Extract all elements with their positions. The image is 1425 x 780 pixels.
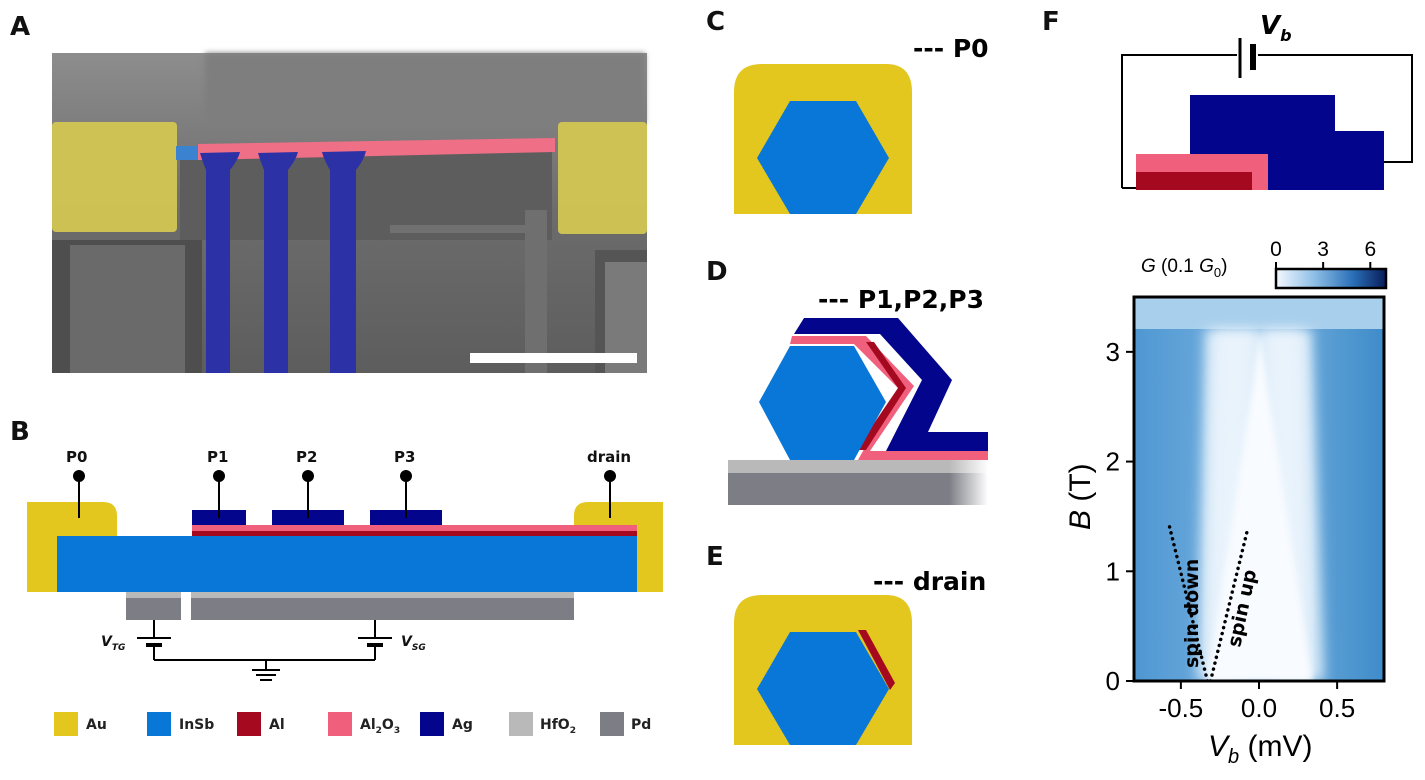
x-tick-label: 0.5	[1319, 693, 1355, 723]
cross-section-p1p2p3: --- P1,P2,P3	[728, 285, 988, 515]
y-axis-label: B (T)	[1064, 463, 1097, 530]
terminal-p2: P2	[296, 448, 317, 466]
legend-item-hfo2: HfO2	[509, 712, 576, 736]
cross-section-p0: --- P0	[734, 34, 989, 214]
y-tick-label: 3	[1106, 337, 1120, 367]
svg-text:Al2O3: Al2O3	[360, 717, 400, 736]
axis-ticks: -0.5 0.0 0.5 0 1 2 3	[1106, 337, 1356, 723]
terminal-p1: P1	[207, 448, 228, 466]
x-axis-label: Vb (mV)	[1208, 730, 1312, 768]
colorbar-tick-label: 6	[1364, 238, 1376, 261]
panel-label-a: A	[10, 12, 30, 42]
measurement-circuit: Vb	[1121, 11, 1413, 190]
svg-text:Al: Al	[269, 717, 285, 733]
y-tick-label: 0	[1106, 666, 1120, 696]
panel-label-c: C	[706, 7, 725, 37]
colorbar-tick-label: 0	[1270, 238, 1282, 261]
terminal-p0: P0	[66, 448, 87, 466]
spin-line	[1208, 525, 1250, 681]
scale-bar	[470, 353, 637, 363]
sem-image	[52, 53, 647, 373]
panel-label-d: D	[706, 257, 728, 287]
colorbar: G (0.1 G0) 0 3 6	[1141, 238, 1388, 290]
svg-text:InSb: InSb	[179, 717, 214, 733]
section-label-drain: --- drain	[873, 567, 986, 596]
section-label-p1p2p3: --- P1,P2,P3	[818, 285, 984, 314]
terminal-drain: drain	[587, 448, 631, 466]
legend-item-insb: InSb	[147, 712, 214, 736]
y-tick-label: 1	[1106, 556, 1120, 586]
svg-text:HfO2: HfO2	[540, 717, 576, 736]
material-legend: Au InSb Al Al2O3 Ag HfO2 Pd	[54, 712, 651, 736]
gate-label-sg: VSG	[401, 634, 426, 653]
legend-item-al2o3: Al2O3	[328, 712, 400, 736]
section-label-p0: --- P0	[913, 34, 989, 63]
panel-label-e: E	[706, 542, 724, 572]
legend-item-ag: Ag	[420, 712, 473, 736]
panel-label-f: F	[1042, 7, 1060, 37]
legend-item-al: Al	[237, 712, 285, 736]
svg-text:Ag: Ag	[452, 717, 473, 733]
svg-text:Au: Au	[86, 717, 107, 733]
colorbar-label: G (0.1 G0)	[1141, 256, 1227, 280]
colorbar-ticks: 0 3 6	[1270, 238, 1376, 269]
annotation-spin-down: spin down	[1181, 559, 1203, 668]
x-tick-label: -0.5	[1158, 693, 1203, 723]
gate-label-tg: VTG	[101, 634, 125, 653]
device-schematic: P0 P1 P2 P3 drain VTG VSG	[27, 448, 663, 681]
legend-item-pd: Pd	[600, 712, 651, 736]
bias-label: Vb	[1260, 11, 1292, 45]
y-tick-label: 2	[1106, 447, 1120, 477]
legend-item-au: Au	[54, 712, 107, 736]
x-tick-label: 0.0	[1241, 693, 1277, 723]
cross-section-drain: --- drain	[734, 567, 986, 745]
svg-text:Pd: Pd	[631, 717, 651, 733]
colorbar-tick-label: 3	[1317, 238, 1329, 261]
terminal-p3: P3	[394, 448, 415, 466]
panel-label-b: B	[10, 417, 30, 447]
